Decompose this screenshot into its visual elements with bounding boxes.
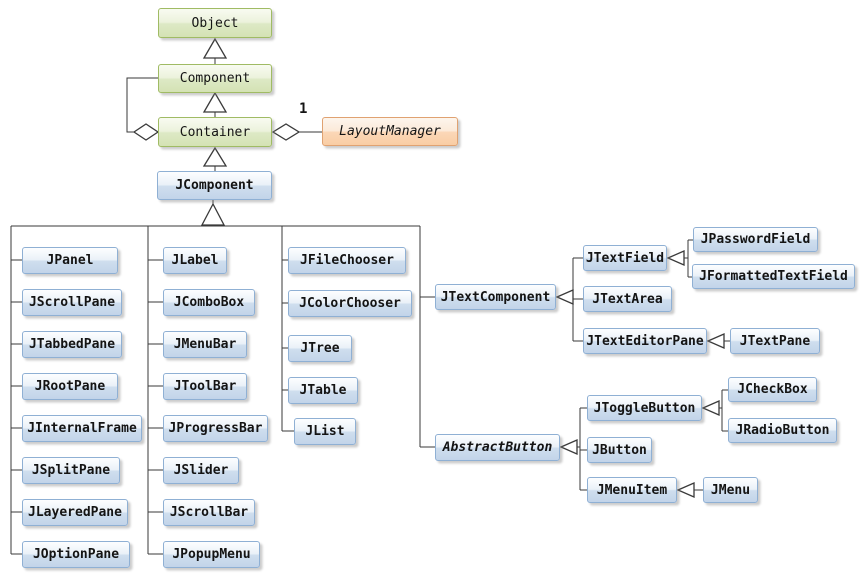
inheritance-arrow-icon: [200, 202, 226, 226]
class-box-jlayeredpane: JLayeredPane: [22, 499, 128, 526]
class-box-jtextarea: JTextArea: [583, 286, 672, 312]
class-box-joptionpane: JOptionPane: [22, 541, 130, 568]
class-box-jtoolbar: JToolBar: [163, 373, 247, 400]
class-box-jslider: JSlider: [163, 457, 239, 484]
aggregation-diamond-icon: [132, 123, 160, 141]
class-box-jfilechooser: JFileChooser: [288, 247, 406, 274]
class-box-jtree: JTree: [288, 335, 352, 362]
inheritance-arrow-icon: [676, 482, 695, 498]
class-box-jlabel: JLabel: [163, 247, 227, 274]
class-box-component: Component: [158, 64, 272, 93]
class-box-jscrollpane: JScrollPane: [22, 289, 122, 316]
class-box-jmenu: JMenu: [703, 477, 758, 503]
connector-line: [126, 77, 158, 133]
class-box-container: Container: [158, 117, 272, 147]
inheritance-arrow-icon: [559, 439, 578, 455]
class-box-jtabbedpane: JTabbedPane: [22, 331, 122, 358]
inheritance-arrow-icon: [202, 91, 228, 113]
class-box-jpopupmenu: JPopupMenu: [163, 541, 260, 568]
class-box-jtogglebutton: JToggleButton: [587, 395, 702, 421]
class-box-jformattedtextfield: JFormattedTextField: [692, 264, 855, 289]
class-box-jlist: JList: [294, 418, 356, 445]
class-box-layoutmanager: LayoutManager: [322, 117, 458, 146]
class-box-abstractbutton: AbstractButton: [435, 434, 560, 461]
class-box-jcombobox: JComboBox: [163, 289, 255, 316]
class-box-object: Object: [158, 8, 272, 38]
multiplicity-label: 1: [299, 101, 308, 117]
class-box-jcolorchooser: JColorChooser: [288, 290, 412, 317]
class-box-jpanel: JPanel: [22, 247, 118, 274]
class-box-jtextcomponent: JTextComponent: [435, 284, 556, 310]
class-box-jmenubar: JMenuBar: [163, 331, 247, 358]
inheritance-arrow-icon: [706, 333, 725, 349]
class-box-jcheckbox: JCheckBox: [728, 377, 817, 402]
class-box-jinternalframe: JInternalFrame: [22, 415, 142, 442]
class-box-jscrollbar: JScrollBar: [163, 499, 255, 526]
class-box-jpasswordfield: JPasswordField: [693, 227, 818, 252]
inheritance-arrow-icon: [202, 37, 228, 59]
class-box-jtextpane: JTextPane: [730, 328, 820, 354]
aggregation-diamond-icon: [271, 123, 301, 141]
class-box-jmenuitem: JMenuItem: [587, 477, 677, 503]
class-box-jcomponent: JComponent: [157, 171, 272, 200]
inheritance-arrow-icon: [555, 289, 574, 305]
class-box-jtable: JTable: [288, 377, 358, 404]
class-box-jbutton: JButton: [587, 437, 652, 463]
class-box-jradiobutton: JRadioButton: [728, 418, 837, 443]
inheritance-arrow-icon: [202, 146, 228, 167]
class-box-jtextfield: JTextField: [583, 245, 667, 271]
class-box-jsplitpane: JSplitPane: [22, 457, 120, 484]
class-box-jprogressbar: JProgressBar: [163, 415, 268, 442]
inheritance-arrow-icon: [666, 250, 685, 266]
class-box-jrootpane: JRootPane: [22, 373, 118, 400]
inheritance-arrow-icon: [701, 400, 720, 416]
class-box-jtexteditorpane: JTextEditorPane: [583, 328, 707, 354]
